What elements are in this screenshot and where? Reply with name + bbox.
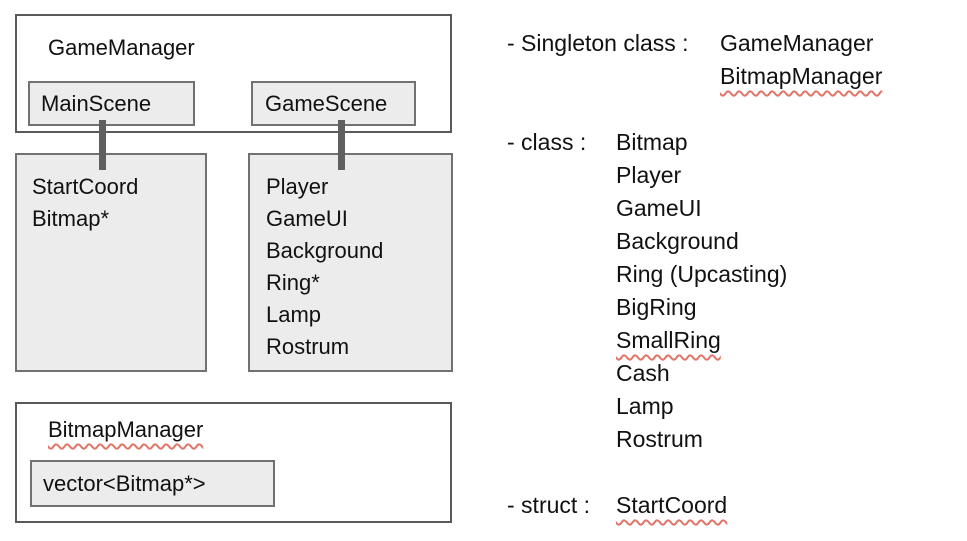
- member-item: Bitmap*: [32, 206, 110, 231]
- note-class-line: Lamp: [507, 390, 962, 423]
- note-class-line: Rostrum: [507, 423, 962, 456]
- game-scene-connector-line: [338, 120, 345, 170]
- note-class-item: GameUI: [616, 195, 702, 221]
- note-class-prefix: - class :: [507, 129, 587, 155]
- game-manager-box: GameManager MainScene GameScene: [15, 14, 452, 133]
- member-item: Background: [266, 238, 384, 263]
- member-item: Player: [266, 174, 329, 199]
- game-scene-member-list: Player GameUI Background Ring* Lamp Rost…: [266, 171, 383, 363]
- game-manager-title: GameManager: [48, 35, 195, 60]
- notes-column: - Singleton class : GameManager BitmapMan…: [507, 27, 962, 522]
- note-class-item: Bitmap: [616, 129, 688, 155]
- note-class-line: Player: [507, 159, 962, 192]
- note-class-item: Rostrum: [616, 426, 703, 452]
- note-blank-line: [507, 93, 962, 126]
- note-class-line: BigRing: [507, 291, 962, 324]
- note-blank-line: [507, 456, 962, 489]
- note-class-line: Ring (Upcasting): [507, 258, 962, 291]
- note-class-line: Cash: [507, 357, 962, 390]
- bitmap-manager-title: BitmapManager: [48, 417, 204, 442]
- note-class-line: GameUI: [507, 192, 962, 225]
- main-scene-connector-line: [99, 120, 106, 170]
- note-class-item: BigRing: [616, 294, 697, 320]
- note-singleton-line: BitmapManager: [507, 60, 962, 93]
- note-singleton-prefix: - Singleton class :: [507, 30, 689, 56]
- note-class-item: Ring (Upcasting): [616, 261, 788, 287]
- note-singleton-line: - Singleton class : GameManager: [507, 27, 962, 60]
- note-class-item: Background: [616, 228, 739, 254]
- main-scene-label: MainScene: [41, 91, 152, 116]
- note-struct-line: - struct : StartCoord: [507, 489, 962, 522]
- member-item: Ring*: [266, 270, 320, 295]
- note-struct-value: StartCoord: [616, 492, 728, 518]
- member-item: Lamp: [266, 302, 322, 327]
- note-class-line: SmallRing: [507, 324, 962, 357]
- note-class-line: - class : Bitmap: [507, 126, 962, 159]
- member-item: GameUI: [266, 206, 348, 231]
- note-class-item: SmallRing: [616, 327, 721, 353]
- member-item: Rostrum: [266, 334, 350, 359]
- note-singleton-value: BitmapManager: [720, 63, 883, 89]
- start-coord-contents-box: StartCoord Bitmap*: [15, 153, 207, 372]
- note-class-item: Lamp: [616, 393, 674, 419]
- game-scene-label: GameScene: [265, 91, 388, 116]
- member-item: StartCoord: [32, 174, 139, 199]
- start-coord-member-list: StartCoord Bitmap*: [32, 171, 138, 235]
- note-class-item: Player: [616, 162, 682, 188]
- main-scene-box: MainScene: [28, 81, 195, 126]
- note-class-item: Cash: [616, 360, 670, 386]
- bitmap-manager-box: BitmapManager vector<Bitmap*>: [15, 402, 452, 523]
- note-class-line: Background: [507, 225, 962, 258]
- note-singleton-value: GameManager: [720, 30, 874, 56]
- game-scene-contents-box: Player GameUI Background Ring* Lamp Rost…: [248, 153, 453, 372]
- game-scene-box: GameScene: [251, 81, 416, 126]
- note-struct-prefix: - struct :: [507, 492, 591, 518]
- vector-bitmap-box: vector<Bitmap*>: [30, 460, 275, 507]
- vector-bitmap-label: vector<Bitmap*>: [43, 471, 206, 496]
